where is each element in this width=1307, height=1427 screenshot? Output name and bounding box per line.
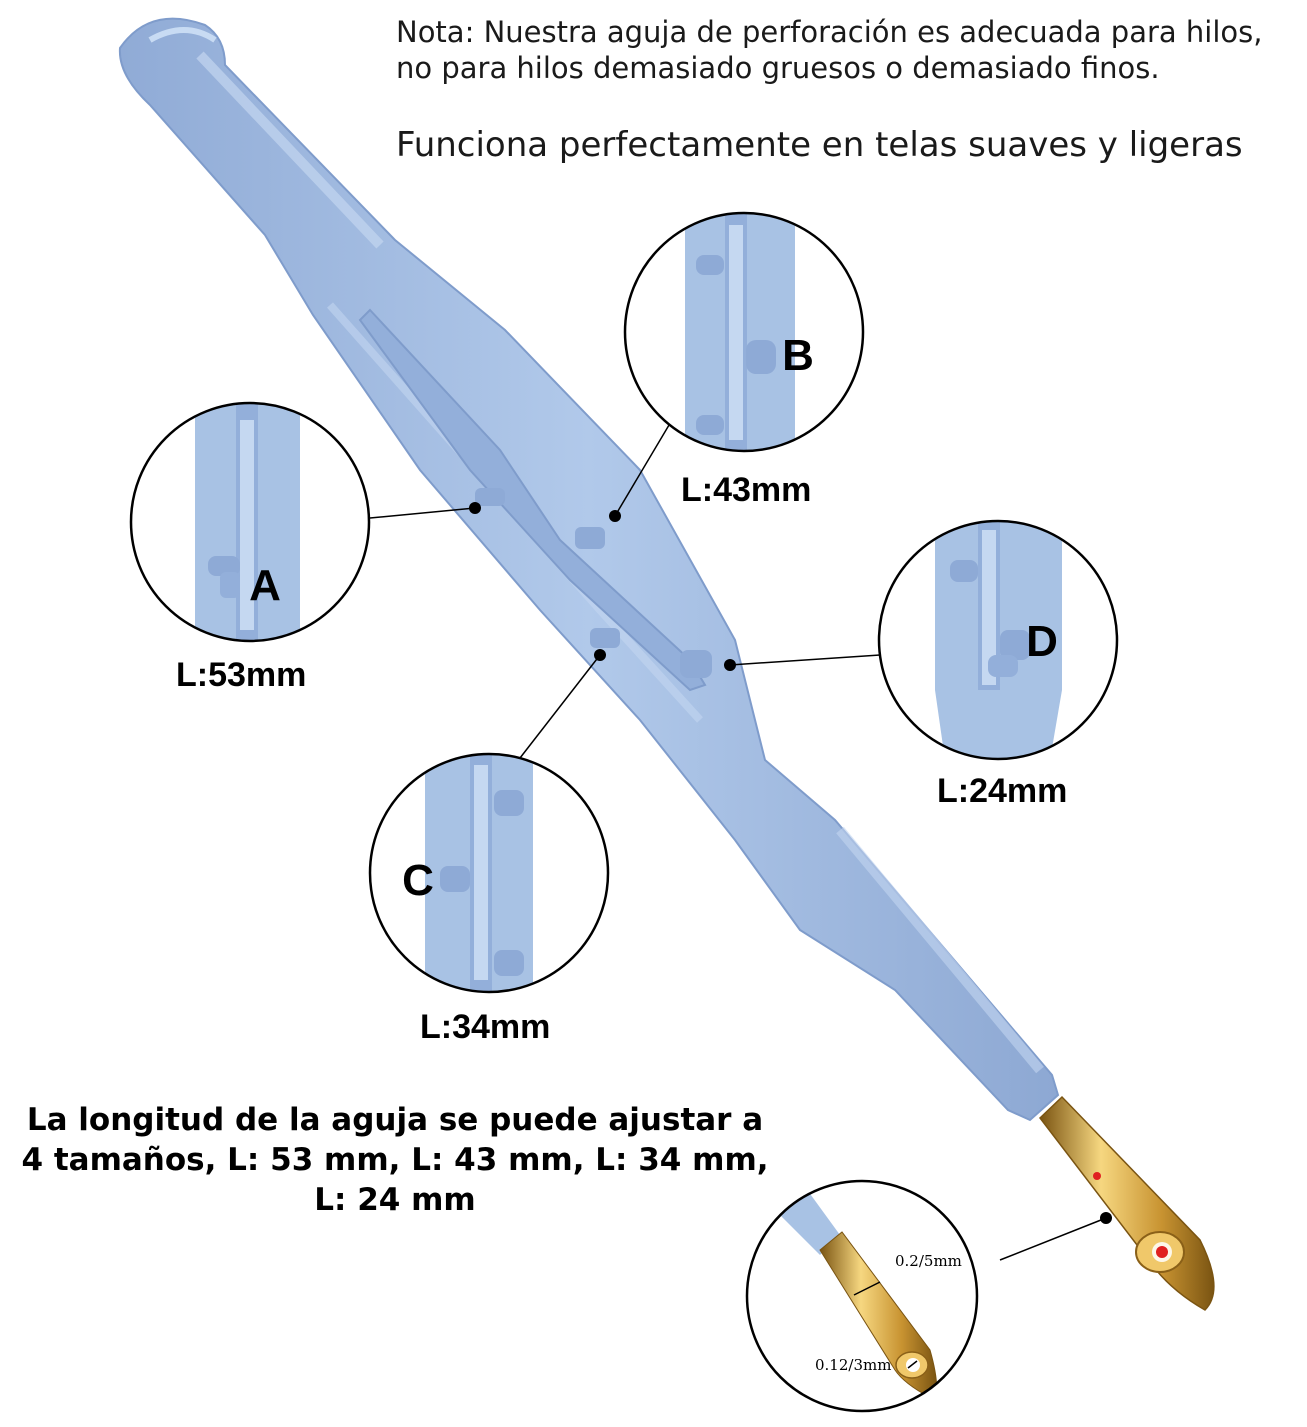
zoom-circle-b: B bbox=[623, 211, 865, 453]
needle-label-thin: 0.12/3mm bbox=[815, 1356, 891, 1374]
leader-lines bbox=[369, 419, 1107, 1261]
note-text: Nota: Nuestra aguja de perforación es ad… bbox=[396, 14, 1301, 86]
fabric-note: Funciona perfectamente en telas suaves y… bbox=[396, 125, 1243, 165]
needle-label-thick: 0.2/5mm bbox=[895, 1252, 962, 1270]
zoom-letter-a: A bbox=[249, 561, 281, 610]
length-label-b: L:43mm bbox=[681, 471, 812, 509]
needle-marker-dot bbox=[1156, 1246, 1168, 1258]
needle bbox=[1038, 1095, 1215, 1311]
leader-dots bbox=[469, 502, 1112, 1224]
zoom-circle-a: A bbox=[129, 401, 371, 643]
zoom-letter-b: B bbox=[782, 331, 814, 380]
needle-red-dot bbox=[1093, 1172, 1101, 1180]
length-label-a: L:53mm bbox=[176, 656, 307, 694]
note-line-2: no para hilos demasiado gruesos o demasi… bbox=[396, 51, 1160, 85]
adjustable-length-text: La longitud de la aguja se puede ajustar… bbox=[21, 1102, 769, 1218]
zoom-circle-c: C bbox=[368, 752, 610, 994]
length-label-c: L:34mm bbox=[420, 1008, 551, 1046]
note-line-1: Nota: Nuestra aguja de perforación es ad… bbox=[396, 15, 1263, 49]
zoom-circle-d: D bbox=[877, 519, 1119, 761]
length-label-d: L:24mm bbox=[937, 772, 1068, 810]
zoom-circle-needle: 0.2/5mm 0.12/3mm bbox=[745, 1179, 979, 1413]
zoom-letter-d: D bbox=[1026, 617, 1058, 666]
zoom-letter-c: C bbox=[402, 856, 434, 905]
pen-body bbox=[118, 17, 1060, 1122]
